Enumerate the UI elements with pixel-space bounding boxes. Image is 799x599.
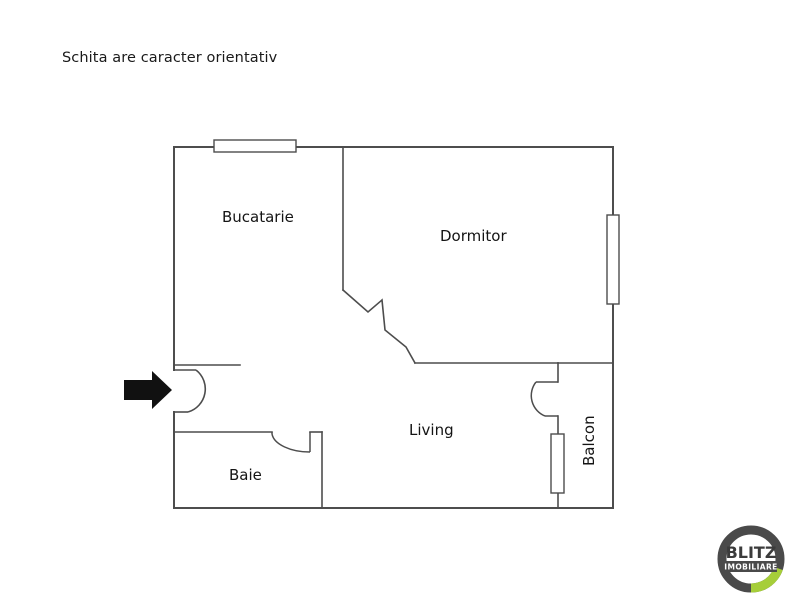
baie-door-swing-arc xyxy=(271,433,311,453)
bedroom-right-window xyxy=(606,214,620,305)
balcony-door xyxy=(530,381,558,417)
entrance-arrow xyxy=(124,371,172,409)
balcon-door-swing-arc xyxy=(530,381,546,417)
room-label-dormitor: Dormitor xyxy=(440,227,507,245)
bathroom-door xyxy=(271,432,311,453)
logo-graphic: BLITZ IMOBILIARE xyxy=(717,525,785,593)
logo-accent-arc xyxy=(750,566,783,593)
interior-walls xyxy=(173,146,614,509)
room-label-balcon: Balcon xyxy=(580,415,598,466)
outer-walls xyxy=(173,146,614,509)
room-label-bucatarie: Bucatarie xyxy=(222,208,294,226)
logo-tagline-banner xyxy=(725,561,777,572)
logo-tagline: IMOBILIARE xyxy=(724,563,777,572)
room-label-baie: Baie xyxy=(229,466,262,484)
entrance-door xyxy=(174,369,207,413)
plan-disclaimer-text: Schita are caracter orientativ xyxy=(62,50,278,66)
entrance-door-swing-arc xyxy=(187,369,207,413)
kitchen-top-window xyxy=(213,139,297,153)
blitz-imobiliare-logo: BLITZ IMOBILIARE xyxy=(712,523,790,595)
room-label-living: Living xyxy=(409,421,454,439)
balcony-window xyxy=(550,433,565,494)
wall-bedroom-angled xyxy=(341,288,417,365)
logo-wordmark: BLITZ xyxy=(726,543,777,562)
